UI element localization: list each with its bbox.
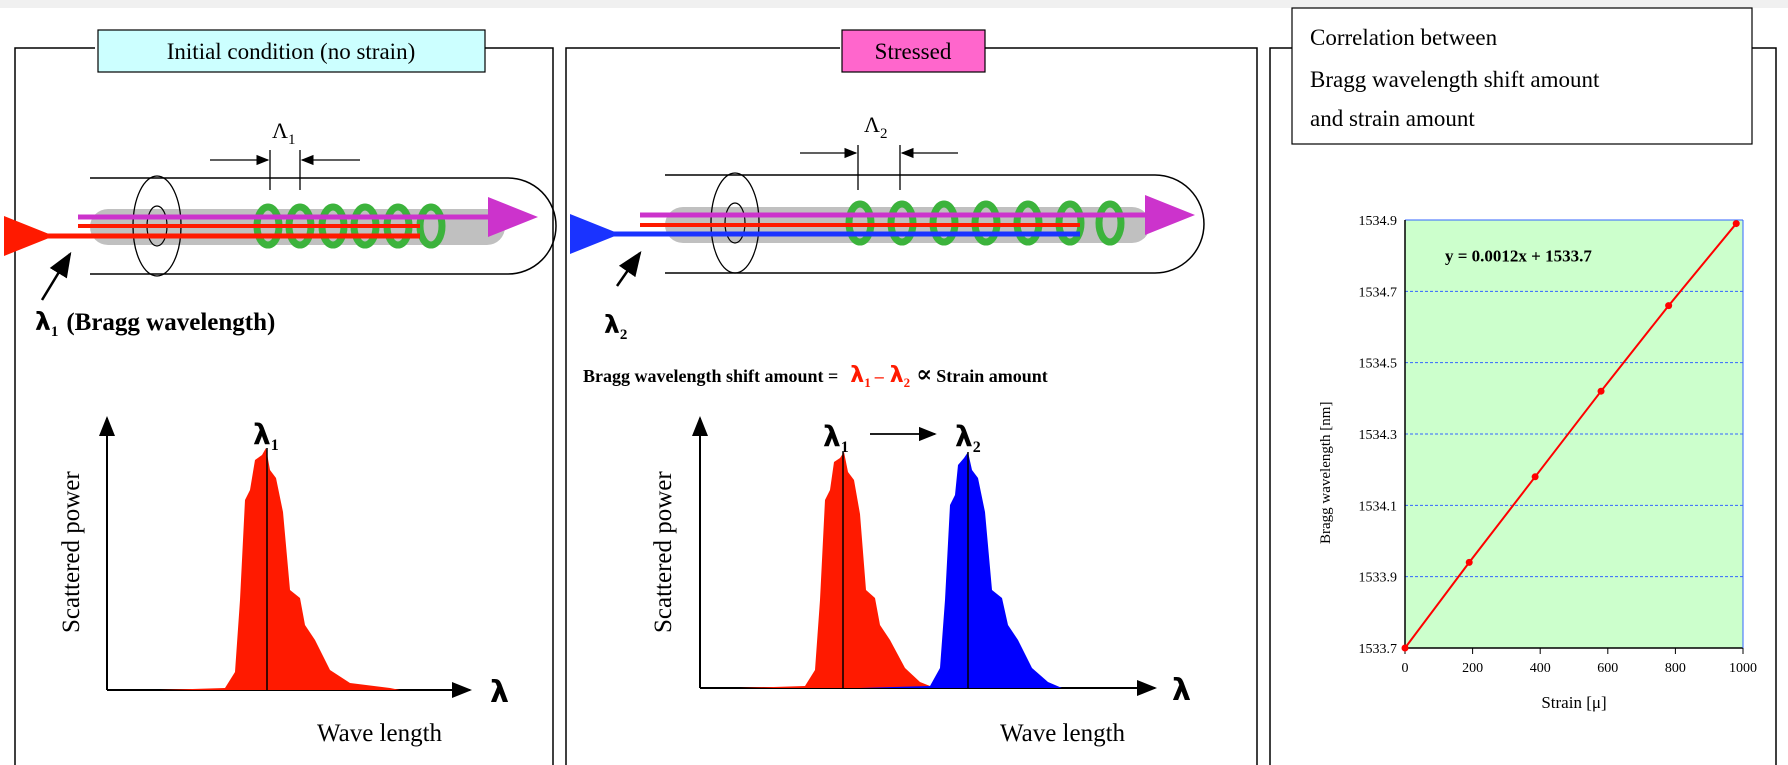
lambda2-pointer-arrow	[615, 250, 642, 287]
spectrum-peak-red	[160, 448, 400, 690]
x-tick-label: 200	[1462, 661, 1483, 676]
data-point	[1732, 220, 1740, 228]
bragg-wavelength-label: λ1(Bragg wavelength)	[35, 307, 275, 340]
data-point	[1531, 473, 1539, 481]
peak2-label: λ2	[955, 420, 981, 456]
data-point	[1665, 302, 1673, 310]
chart-x-axis-label: Strain [μ]	[1541, 693, 1606, 712]
y-tick-label: 1533.9	[1359, 571, 1398, 586]
panel-correlation: Correlation between Bragg wavelength shi…	[1269, 7, 1777, 765]
y-tick-label: 1534.1	[1359, 499, 1398, 514]
shift-equation: Bragg wavelength shift amount =λ1–λ2∝Str…	[583, 362, 1048, 390]
y-tick-label: 1534.3	[1359, 428, 1398, 443]
panel-correlation-frame	[1269, 47, 1777, 765]
fiber-initial	[3, 175, 557, 277]
chart-y-axis-label: Bragg wavelength [nm]	[1318, 402, 1334, 544]
xlabel-stressed: Wave length	[1000, 720, 1126, 747]
chart-y-tick-labels: 1533.7 1533.9 1534.1 1534.3 1534.5 1534.7 1534…	[1359, 214, 1398, 657]
fit-equation: y = 0.0012x + 1533.7	[1445, 247, 1592, 266]
panel-initial: Initial condition (no strain)	[3, 29, 557, 765]
x-tick-label: 800	[1665, 661, 1686, 676]
x-tick-label: 400	[1530, 661, 1551, 676]
xlabel-initial: Wave length	[317, 720, 443, 747]
x-axis-symbol-initial: λ	[490, 675, 509, 710]
peak-label-initial: λ1	[253, 418, 279, 454]
panel-correlation-title: Correlation between Bragg wavelength shi…	[1310, 25, 1605, 131]
x-tick-label: 1000	[1729, 661, 1757, 676]
panel-initial-frame	[14, 47, 554, 765]
spectrum-plot-stressed: λ1 λ2 Scattered power λ Wave length	[650, 416, 1191, 747]
spectrum-peak-blue	[860, 452, 1062, 688]
y-tick-label: 1534.7	[1359, 285, 1398, 300]
series-points	[1401, 220, 1740, 652]
x-tick-label: 0	[1402, 661, 1409, 676]
panel-stressed-title: Stressed	[875, 39, 952, 64]
panel-initial-title: Initial condition (no strain)	[167, 39, 415, 64]
peak1-label: λ1	[823, 420, 849, 456]
panel-stressed-frame	[565, 47, 1258, 765]
y-tick-label: 1533.7	[1359, 642, 1398, 657]
spectrum-plot-initial: λ1 Scattered power λ Wave length	[58, 416, 509, 747]
panel-initial-title-box	[97, 29, 486, 73]
y-tick-label: 1534.5	[1359, 357, 1398, 372]
x-axis-symbol-stressed: λ	[1172, 673, 1191, 708]
ylabel-initial: Scattered power	[58, 471, 85, 633]
period-marker-initial: Λ1	[210, 118, 360, 190]
panel-stressed: Stressed Λ2	[565, 29, 1258, 765]
ylabel-stressed: Scattered power	[650, 471, 677, 633]
lambda2-label: λ2	[604, 310, 627, 343]
period-label-stressed: Λ2	[864, 112, 887, 142]
y-tick-label: 1534.9	[1359, 214, 1398, 229]
data-point	[1465, 558, 1473, 566]
chart-x-tick-labels: 0 200 400 600 800 1000	[1402, 648, 1757, 676]
data-point	[1597, 387, 1605, 395]
chart-gridlines	[1404, 219, 1744, 649]
panel-stressed-title-box	[841, 29, 986, 73]
fiber-stressed	[570, 172, 1205, 274]
period-marker-stressed: Λ2	[800, 112, 958, 190]
x-tick-label: 600	[1597, 661, 1618, 676]
spectrum-peak-red-stressed	[740, 452, 935, 688]
data-point	[1401, 644, 1409, 652]
bragg-pointer-arrow	[40, 251, 72, 301]
panel-correlation-title-box	[1291, 7, 1753, 145]
correlation-chart: 1533.7 1533.9 1534.1 1534.3 1534.5 1534.7 1534…	[1318, 214, 1757, 712]
series-line	[1404, 222, 1738, 649]
period-label-initial: Λ1	[272, 118, 295, 148]
